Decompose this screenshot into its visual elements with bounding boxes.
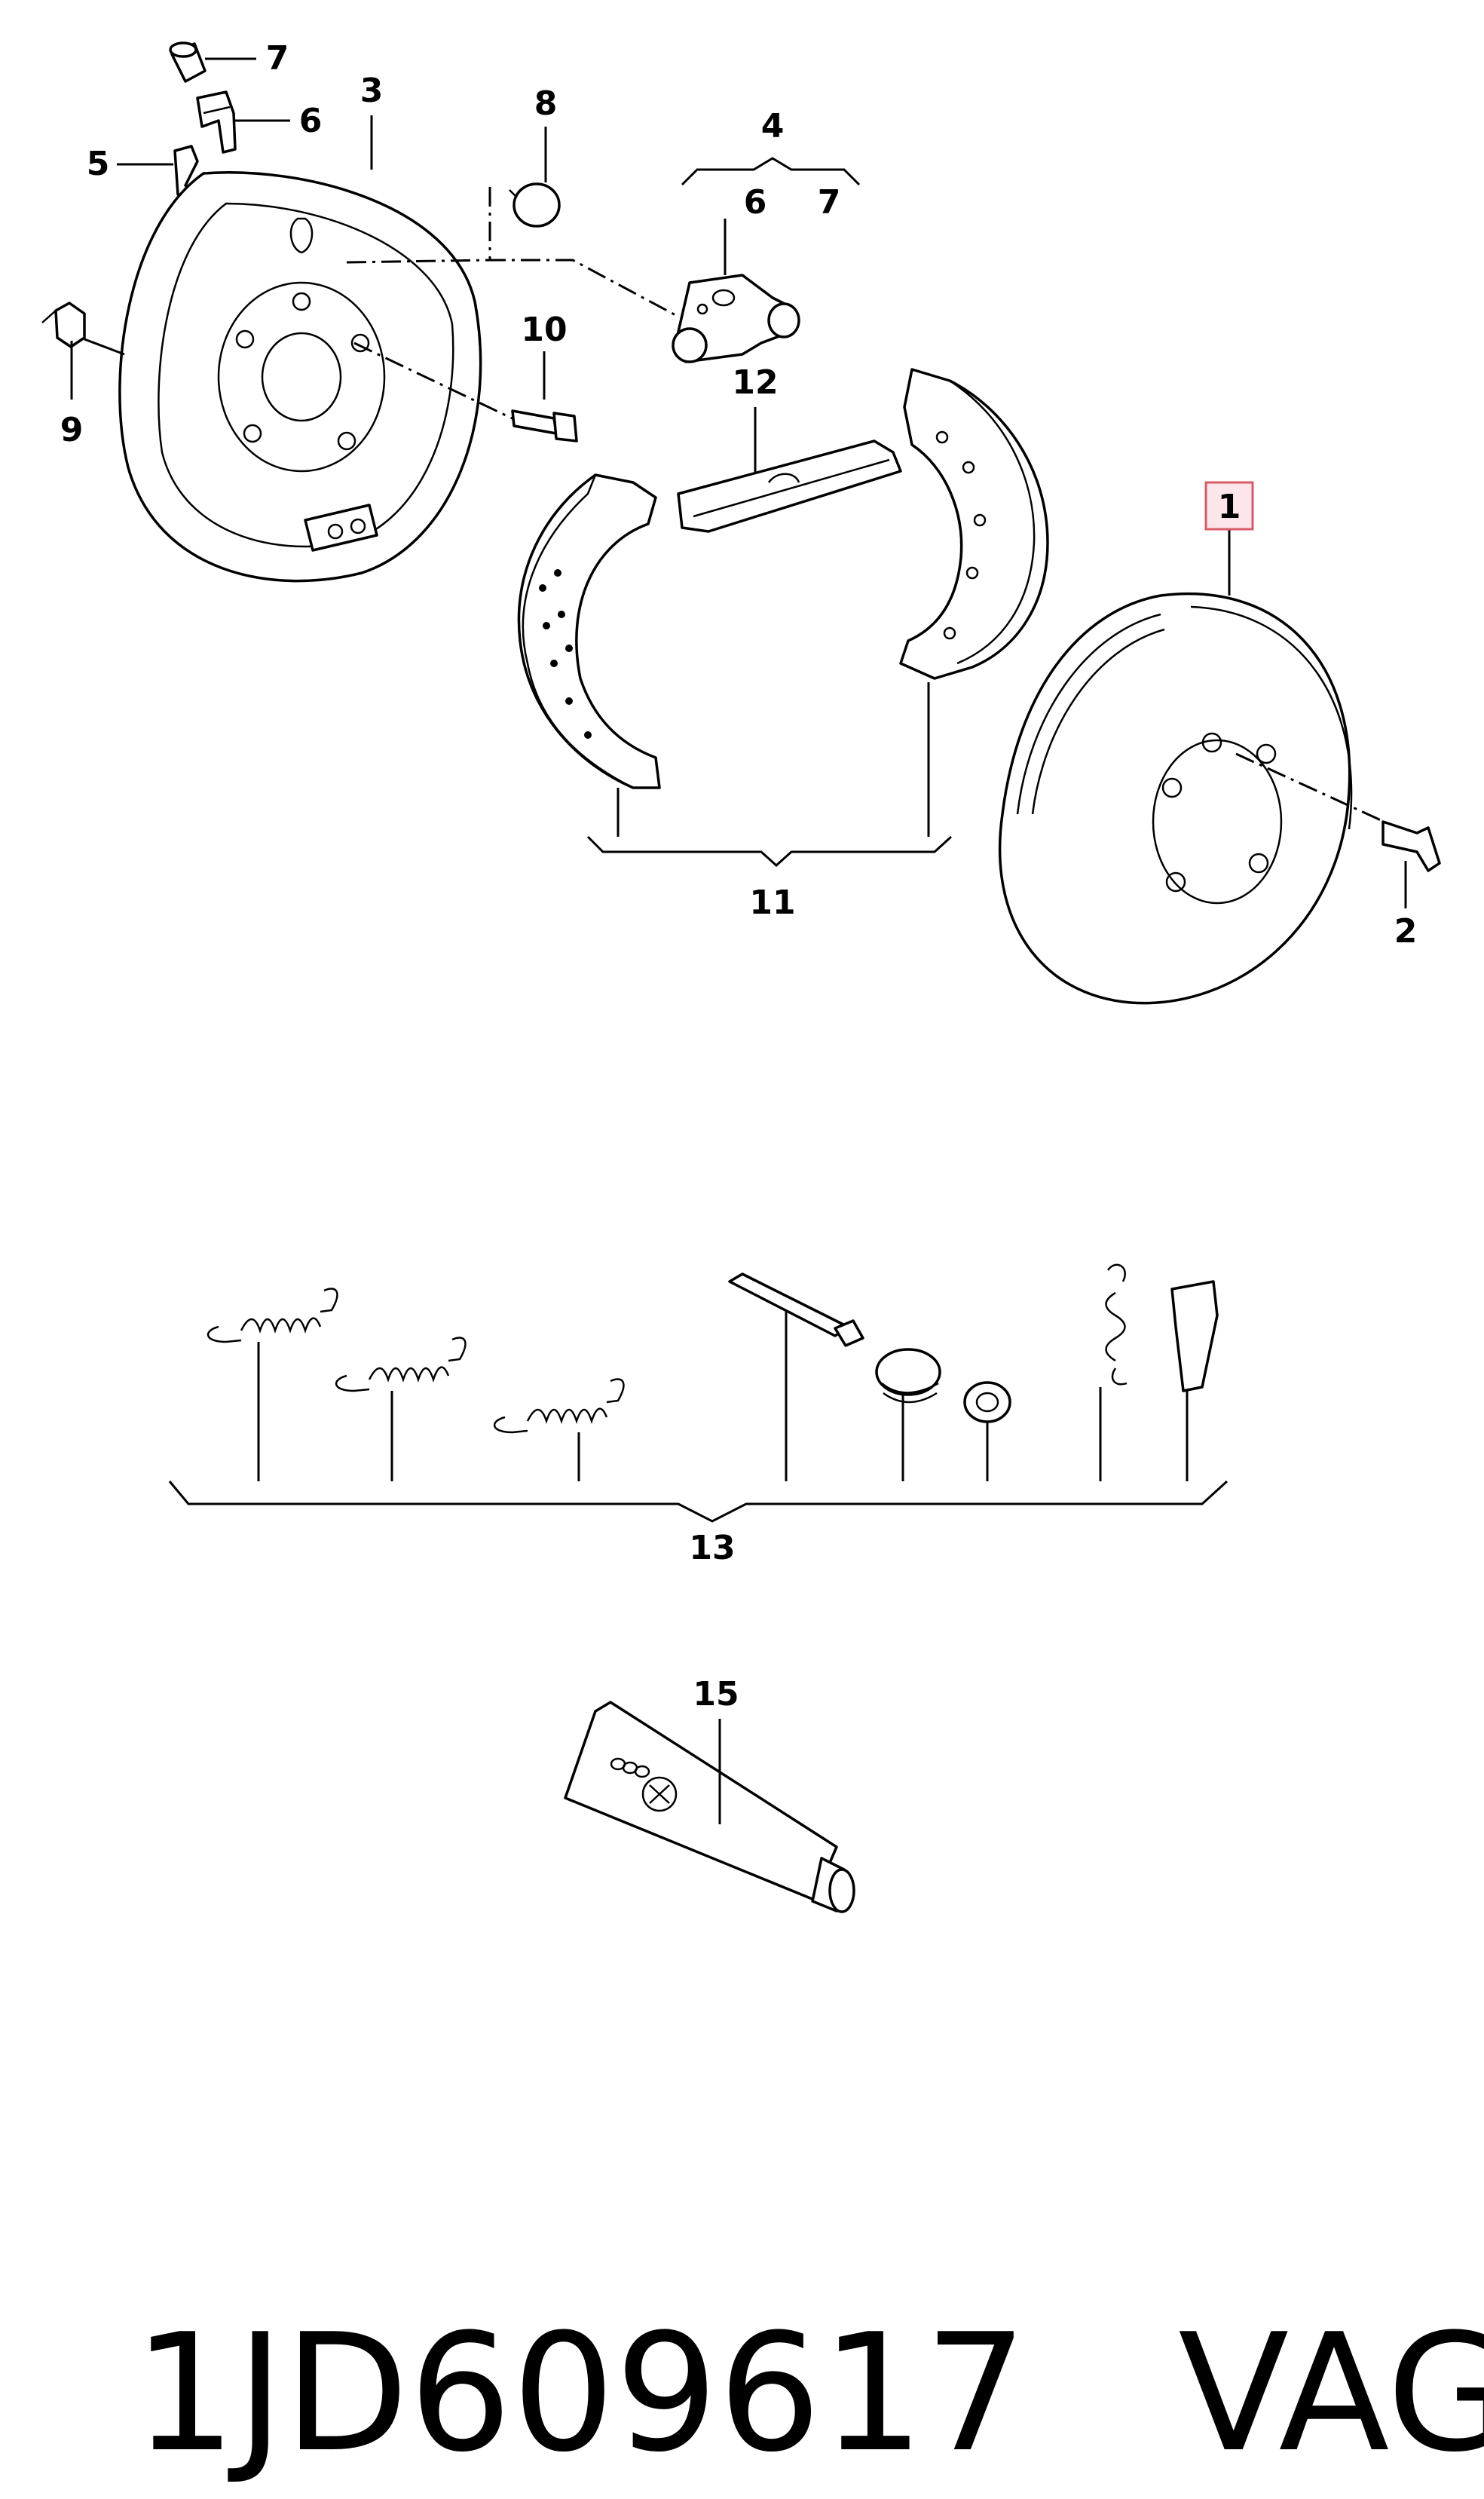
drum-screw-part <box>1381 820 1441 872</box>
backing-plate-part <box>118 171 482 583</box>
exploded-parts-diagram: 1 2 3 4 5 6 6 7 7 8 9 10 11 12 13 15 <box>41 39 1441 1913</box>
lever-part <box>1170 1280 1219 1392</box>
highlight-box <box>1204 481 1254 531</box>
dust-cap-part <box>509 182 561 228</box>
callout-9: 9 <box>60 411 84 449</box>
hex-bolt-part <box>511 409 578 443</box>
callout-12: 12 <box>732 363 778 402</box>
callout-13: 13 <box>689 1529 735 1567</box>
brake-strut-part <box>677 439 902 533</box>
bleeder-screw-part <box>196 90 237 154</box>
callout-2: 2 <box>1394 912 1418 951</box>
wheel-cylinder-part <box>672 274 800 363</box>
callout-6-cylinder: 6 <box>744 183 767 222</box>
plug-part <box>41 302 86 348</box>
brand-name: VAG <box>1178 2298 1484 2488</box>
callout-10: 10 <box>521 311 567 349</box>
pin-part <box>728 1272 864 1347</box>
spring-2-part <box>335 1337 467 1392</box>
callout-3: 3 <box>360 72 384 110</box>
callout-8: 8 <box>534 84 558 123</box>
callout-6-bleeder: 6 <box>299 102 323 140</box>
callout-15: 15 <box>693 1675 739 1713</box>
spring-1-part <box>207 1288 338 1343</box>
callout-7-cylinder: 7 <box>818 183 841 222</box>
part-footer: 1JD609617 VAG <box>30 2077 1484 2488</box>
callout-5: 5 <box>87 145 110 183</box>
callout-11: 11 <box>749 884 795 922</box>
spring-3-part <box>493 1378 625 1434</box>
spring-4-part <box>1105 1263 1128 1386</box>
bleeder-cap-part <box>169 41 207 83</box>
part-number: 1JD609617 <box>133 2298 1028 2488</box>
callout-4: 4 <box>761 107 785 145</box>
grease-tube-part <box>564 1701 855 1913</box>
callout-1: 1 <box>1218 488 1241 526</box>
spring-cup-part <box>875 1348 941 1404</box>
brake-shoe-right-part <box>899 368 1049 680</box>
bushing-part <box>963 1381 1011 1423</box>
brake-shoe-left-part <box>517 473 661 789</box>
brake-drum-part <box>998 592 1353 1005</box>
callout-7-cap: 7 <box>266 39 289 78</box>
